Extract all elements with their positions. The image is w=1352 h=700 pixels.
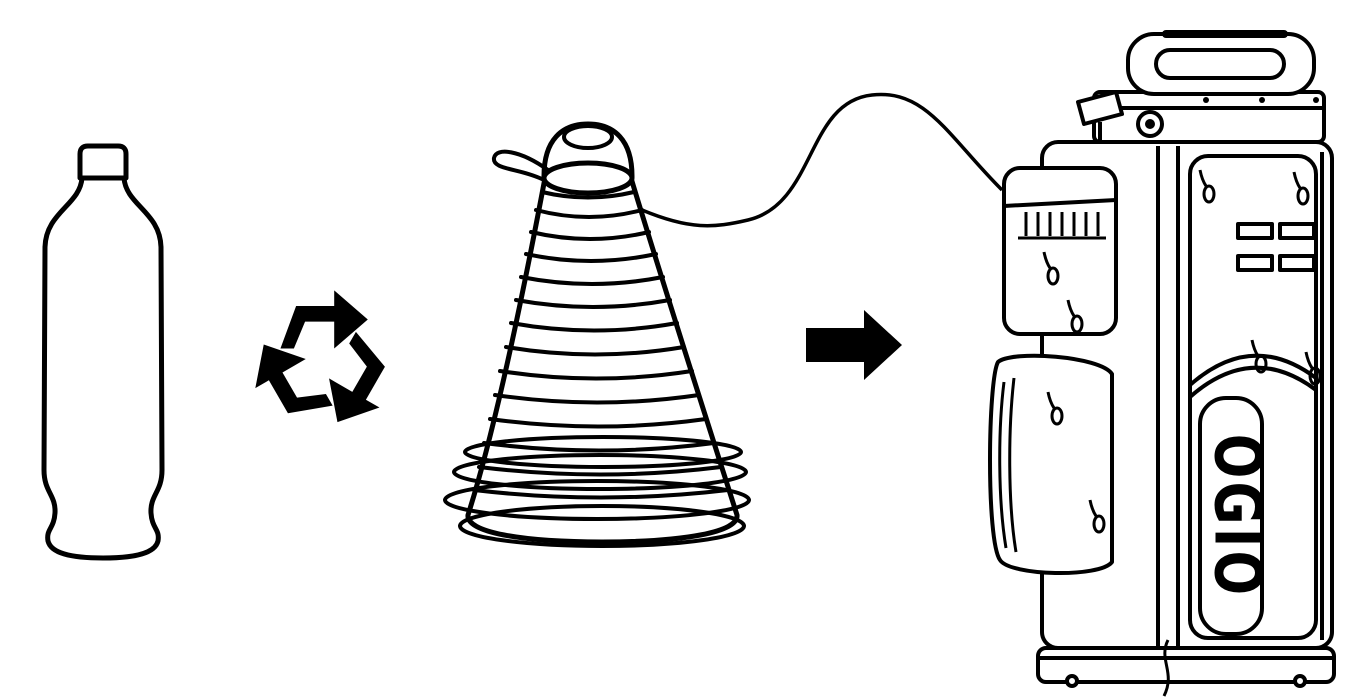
pocket-pleat-1 [998, 381, 1008, 549]
molle-straps [1236, 222, 1316, 272]
loose-thread-loops [443, 435, 751, 548]
pocket-pleat-2 [1008, 377, 1018, 553]
upper-pocket-lid [1003, 198, 1117, 208]
brand-logo-text: OGIO [1200, 434, 1276, 598]
bottom-cord [1162, 639, 1170, 697]
plastic-bottle-icon [41, 143, 165, 561]
bag-base [1036, 646, 1336, 684]
bag-foot-right [1293, 674, 1307, 688]
collar-ring-dot [1145, 119, 1155, 129]
thread-loop [492, 149, 550, 182]
towel-clip [1076, 90, 1124, 126]
thread-wraps [472, 190, 730, 500]
lower-left-pocket [988, 353, 1114, 575]
bottle-body [41, 175, 165, 561]
bag-handle-slot [1154, 48, 1286, 80]
bag-foot-left [1065, 674, 1079, 688]
thread-line [641, 92, 1004, 228]
flow-right-arrow-icon [806, 310, 902, 380]
recycling-symbol-icon [255, 290, 385, 423]
cone-knob [562, 124, 614, 150]
front-panel-seam [1188, 353, 1318, 387]
pocket-mesh [1018, 212, 1106, 240]
bag-handle-top-strip [1162, 30, 1288, 38]
logo-panel [1198, 396, 1264, 636]
recycled-thread-cone-icon [443, 121, 751, 548]
bottle-cap [77, 143, 129, 181]
upper-left-pocket [1002, 166, 1118, 336]
cone-top-rim [541, 160, 635, 196]
golf-cart-bag-icon: OGIO [988, 30, 1336, 697]
bag-collar [1092, 90, 1326, 144]
front-panel-seam-2 [1188, 365, 1318, 399]
zipper-pulls [1042, 169, 1322, 534]
